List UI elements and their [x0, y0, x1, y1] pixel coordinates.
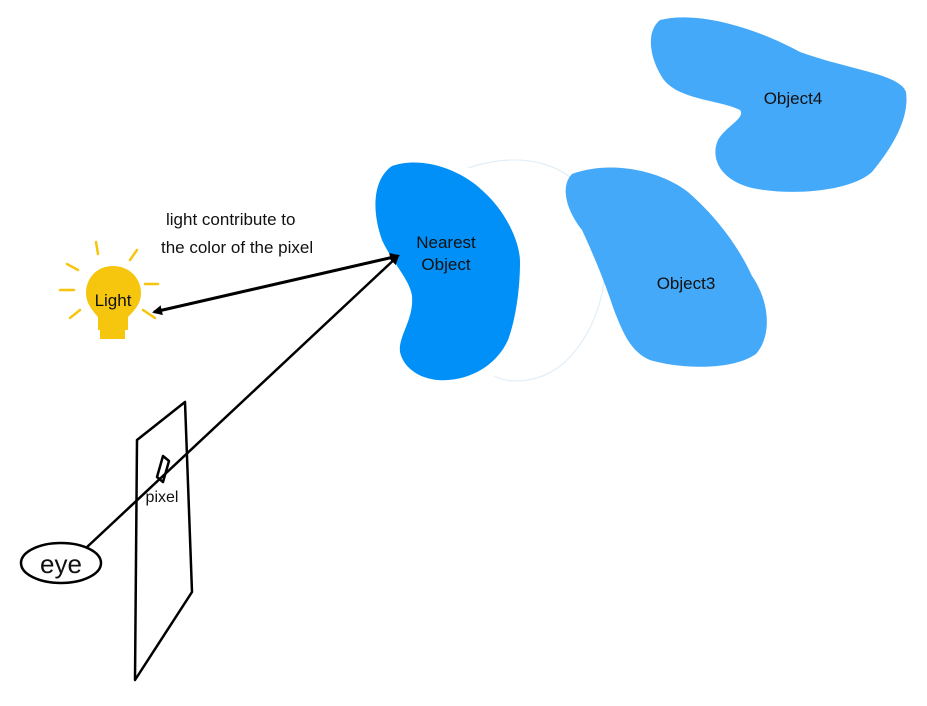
pixel-marker [155, 454, 171, 484]
object3-label: Object3 [657, 274, 716, 293]
light-bulb-icon [58, 240, 160, 339]
pixel-label: pixel [146, 489, 179, 506]
object4-shape [650, 17, 907, 192]
nearest-object-shape [375, 162, 520, 381]
light-contribution-arrow [152, 252, 400, 316]
view-ray-arrow [85, 254, 400, 549]
light-label: Light [95, 291, 132, 310]
annotation-line1: light contribute to [166, 210, 295, 229]
eye-label: eye [40, 549, 82, 579]
nearest-object-label-line2: Object [421, 255, 470, 274]
object3-shape [565, 167, 767, 367]
object4-label: Object4 [764, 89, 823, 108]
annotation-line2: the color of the pixel [161, 238, 313, 257]
image-plane [133, 400, 194, 682]
nearest-object-label-line1: Nearest [416, 233, 476, 252]
eye-outline [19, 541, 103, 585]
